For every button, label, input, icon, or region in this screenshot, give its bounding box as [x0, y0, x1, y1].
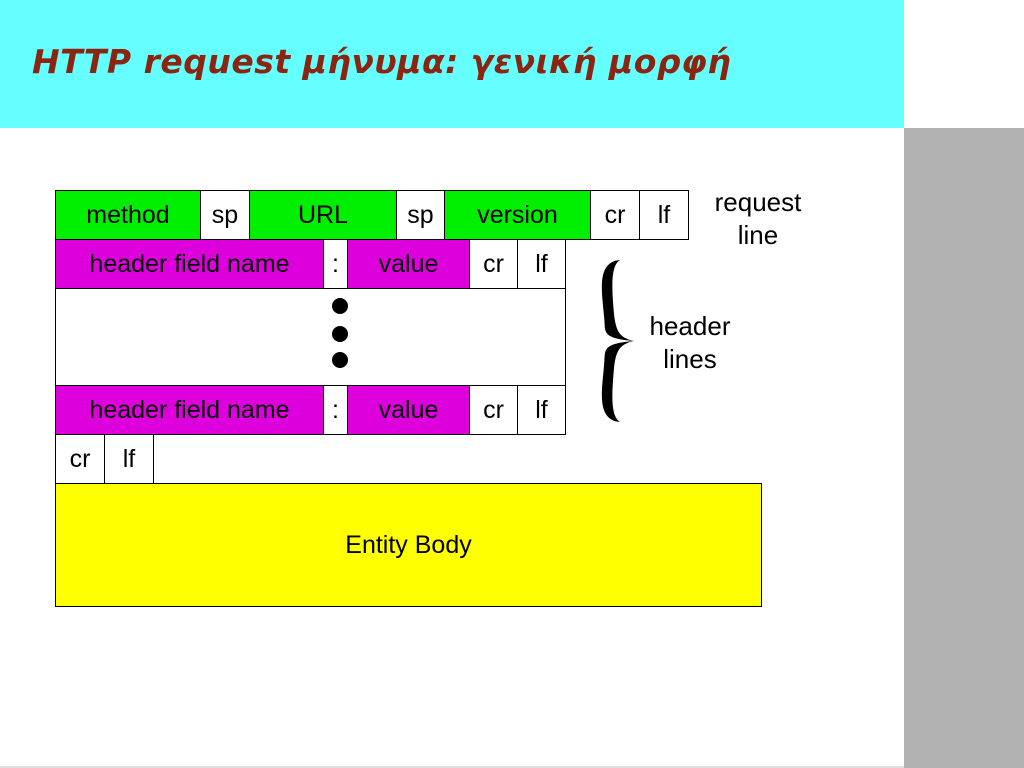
ellipsis-dot-icon [332, 298, 348, 314]
header-value: value [347, 239, 470, 289]
header-lines-label-line-2: lines [663, 344, 717, 374]
header-lines-label: header lines [642, 310, 738, 376]
carriage-return-field: cr [469, 239, 518, 289]
carriage-return-field: cr [469, 385, 518, 435]
url-field: URL [249, 190, 397, 240]
header-field-name: header field name [55, 239, 324, 289]
request-line-label: request line [706, 186, 810, 252]
carriage-return-field: cr [590, 190, 640, 240]
title-bar: HTTP request μήνυμα: γενική μορφή [0, 0, 904, 128]
header-lines-continuation [55, 288, 566, 386]
line-feed-field: lf [639, 190, 689, 240]
curly-brace-icon [601, 260, 634, 422]
colon-separator: : [323, 385, 348, 435]
side-panel [904, 128, 1024, 768]
ellipsis-dot-icon [332, 326, 348, 342]
entity-body: Entity Body [55, 483, 762, 607]
request-line-label-line-2: line [737, 220, 779, 250]
ellipsis-dot-icon [332, 352, 348, 368]
version-field: version [444, 190, 591, 240]
line-feed-field: lf [517, 239, 566, 289]
space-field-2: sp [396, 190, 445, 240]
slide-title: HTTP request μήνυμα: γενική μορφή [32, 42, 732, 81]
carriage-return-field: cr [55, 434, 105, 484]
header-field-name: header field name [55, 385, 324, 435]
line-feed-field: lf [517, 385, 566, 435]
line-feed-field: lf [104, 434, 154, 484]
header-lines-label-line-1: header [649, 311, 731, 341]
bottom-divider [0, 766, 904, 768]
request-line-label-line-1: request [714, 187, 802, 217]
method-field: method [55, 190, 201, 240]
colon-separator: : [323, 239, 348, 289]
space-field-1: sp [200, 190, 250, 240]
header-value: value [347, 385, 470, 435]
